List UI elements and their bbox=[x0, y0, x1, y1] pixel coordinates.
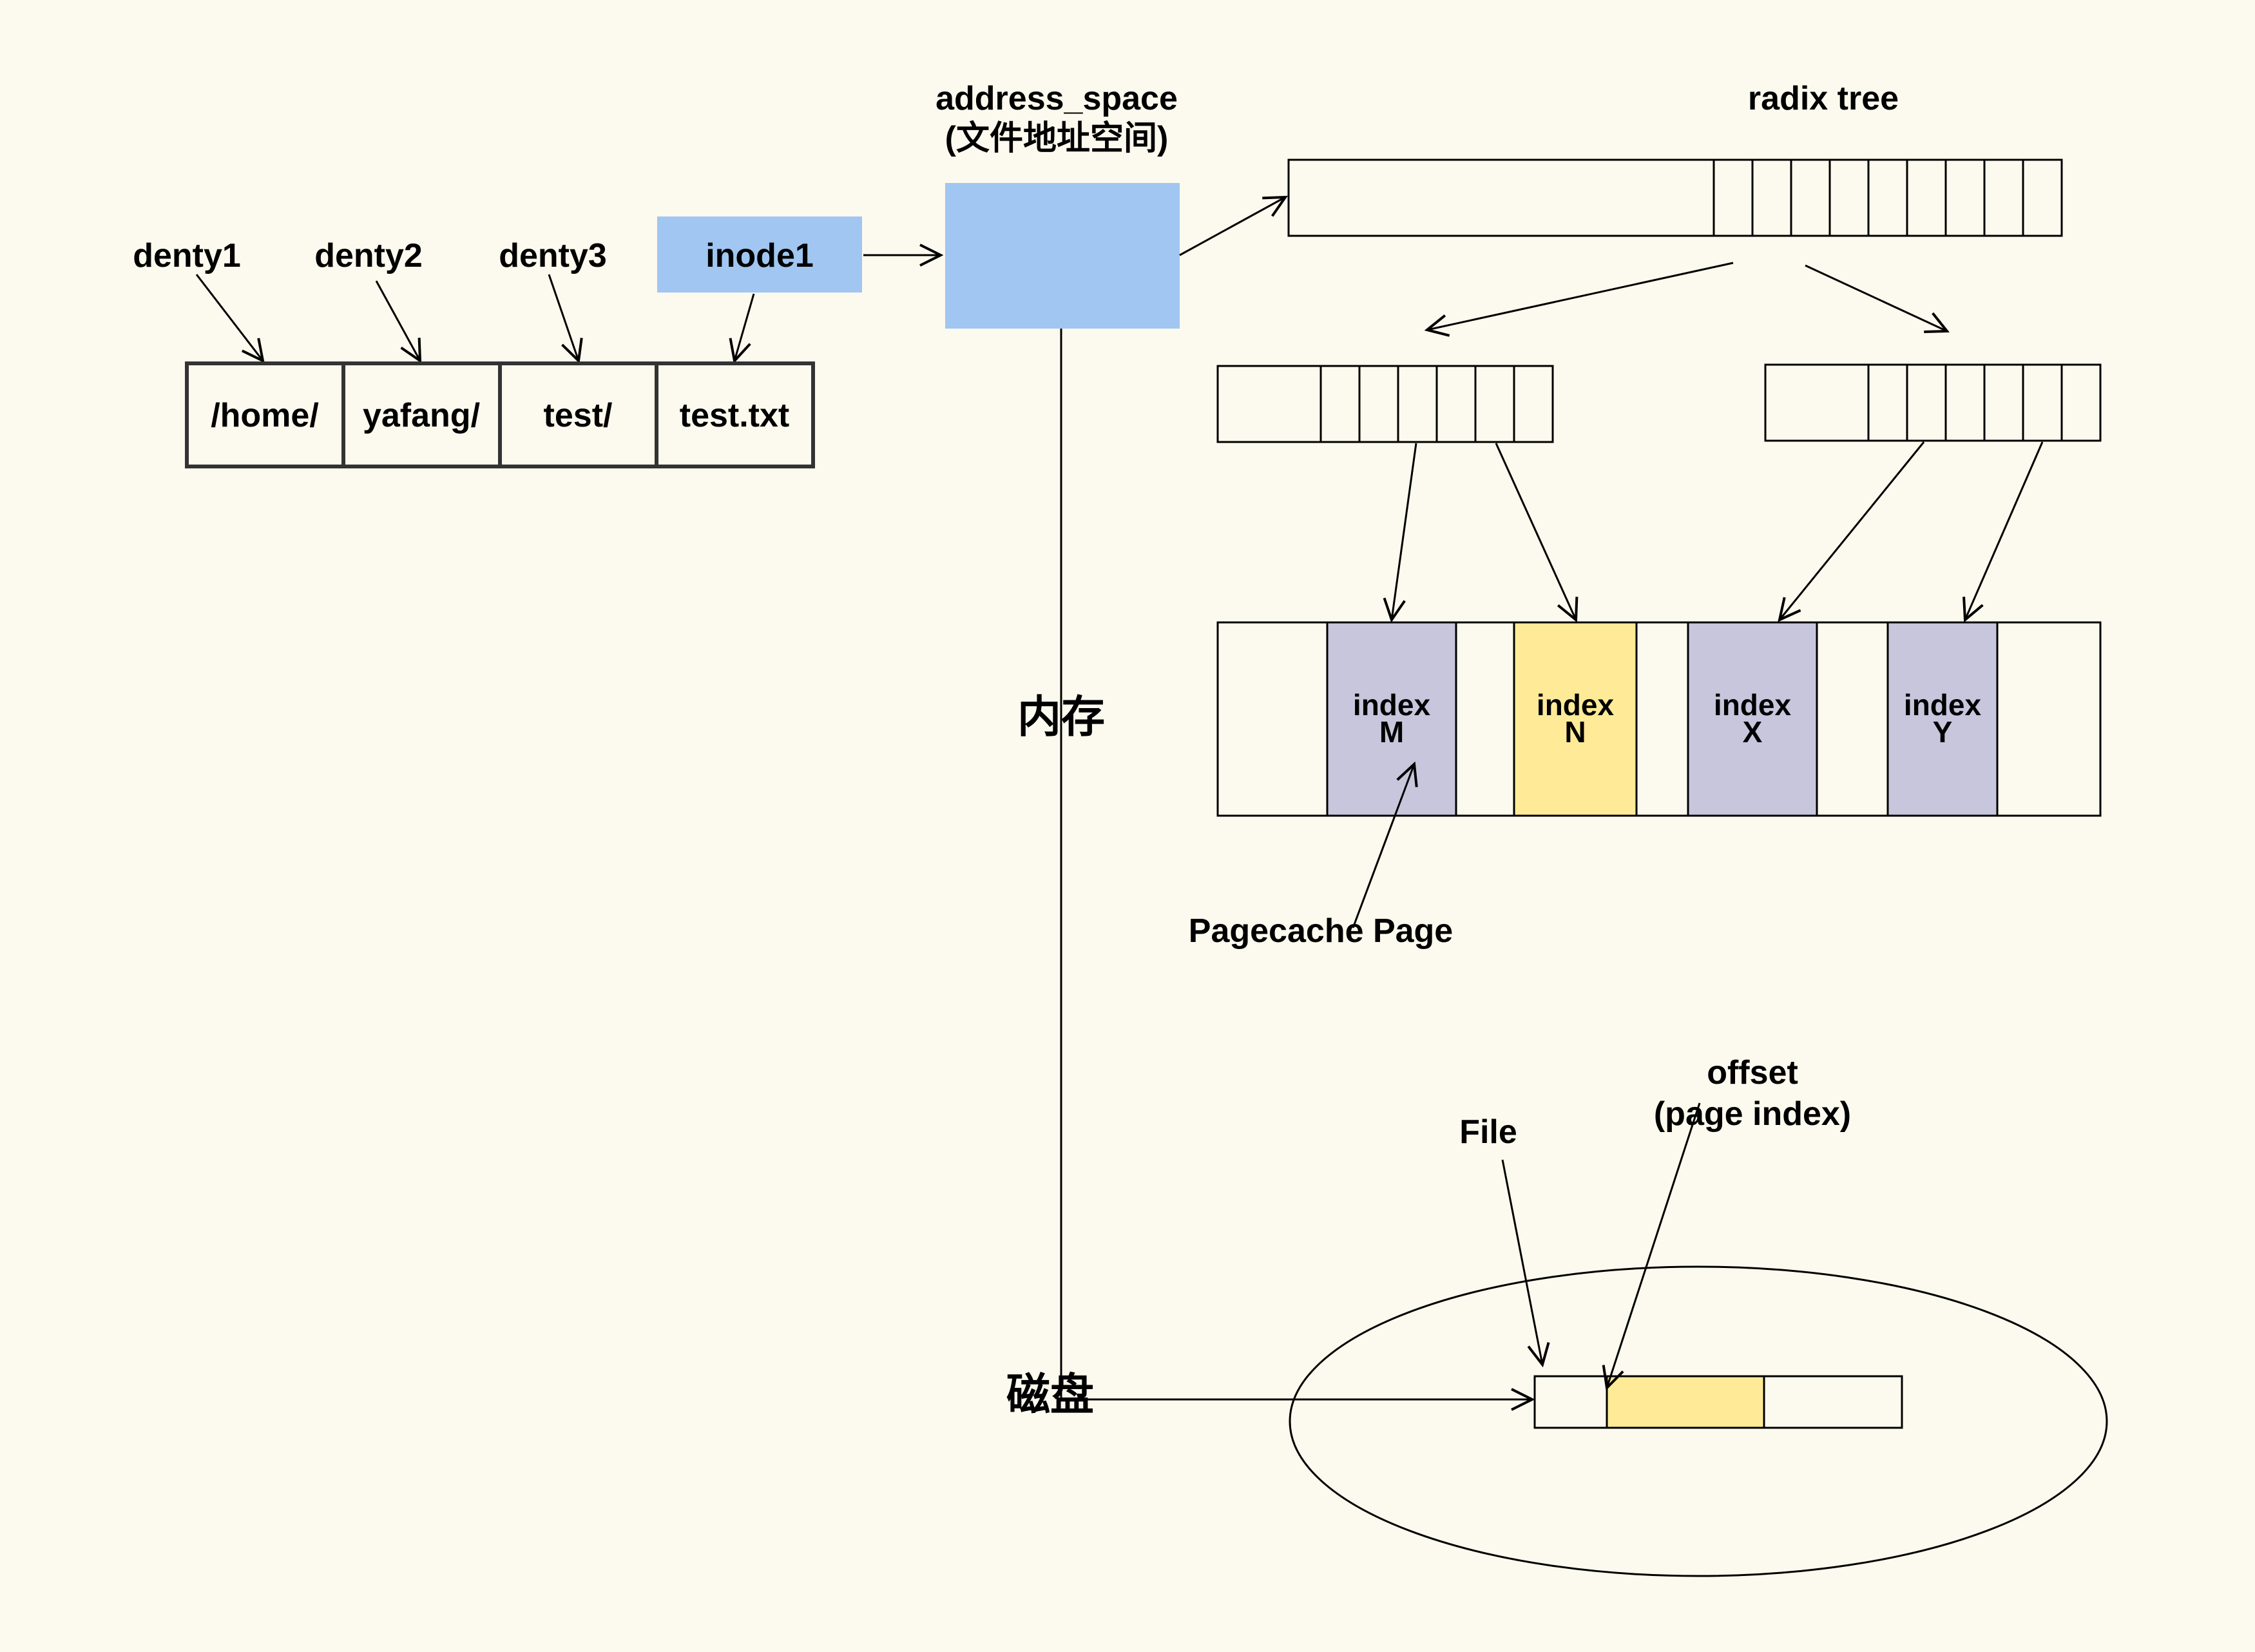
offset-label: offset bbox=[1707, 1054, 1798, 1091]
address-space-label: address_space bbox=[936, 80, 1178, 117]
denty1-label: denty1 bbox=[133, 237, 241, 274]
denty2-label: denty2 bbox=[314, 237, 423, 274]
file-on-disk bbox=[1533, 1375, 1903, 1429]
radix-root-to-left-arrow bbox=[1427, 262, 1734, 330]
path-cell-home: /home/ bbox=[211, 397, 319, 434]
file-page-offset bbox=[1607, 1376, 1764, 1428]
index-x-label: index bbox=[1714, 688, 1792, 722]
path-cells: /home/ yafang/ test/ test.txt bbox=[185, 361, 815, 468]
disk-ellipse bbox=[1289, 1265, 2108, 1577]
file-label: File bbox=[1459, 1113, 1517, 1151]
page-cache-strip: index M index N index X index Y bbox=[1216, 621, 2102, 817]
denty3-label: denty3 bbox=[499, 237, 607, 274]
index-n-letter: N bbox=[1564, 715, 1586, 749]
inode1-box bbox=[657, 216, 862, 293]
page-index-y bbox=[1888, 622, 1997, 816]
radix-root-to-right-arrow bbox=[1805, 264, 1947, 331]
pagecache-page-arrow bbox=[1352, 764, 1414, 928]
denty2-arrow bbox=[375, 280, 420, 361]
index-m-label: index bbox=[1353, 688, 1431, 722]
offset-sublabel: (page index) bbox=[1654, 1095, 1851, 1133]
path-cell-yafang: yafang/ bbox=[363, 397, 480, 434]
index-y-letter: Y bbox=[1933, 715, 1953, 749]
right-node-to-index-y-arrow bbox=[1965, 441, 2044, 620]
memory-label: 内存 bbox=[1017, 693, 1105, 742]
page-index-m bbox=[1327, 622, 1456, 816]
address-space-box bbox=[945, 183, 1180, 329]
right-node-to-index-x-arrow bbox=[1780, 441, 1925, 620]
address-space-to-radix-arrow bbox=[1179, 197, 1285, 256]
address-space-sublabel: (文件地址空间) bbox=[945, 120, 1169, 157]
radix-left-node bbox=[1216, 365, 1554, 443]
inode1-label: inode1 bbox=[705, 237, 814, 274]
path-cell-test-txt: test.txt bbox=[680, 397, 789, 434]
offset-arrow bbox=[1607, 1102, 1701, 1388]
file-arrow bbox=[1501, 1159, 1542, 1365]
left-node-to-index-n-arrow bbox=[1495, 443, 1576, 620]
index-y-label: index bbox=[1904, 688, 1982, 722]
left-node-to-index-m-arrow bbox=[1392, 443, 1417, 620]
radix-right-node bbox=[1764, 363, 2102, 442]
radix-root-node bbox=[1287, 158, 2063, 237]
index-m-letter: M bbox=[1379, 715, 1404, 749]
radix-tree-label: radix tree bbox=[1748, 80, 1899, 117]
index-n-label: index bbox=[1537, 688, 1615, 722]
disk-label: 磁盘 bbox=[1006, 1370, 1094, 1419]
denty3-arrow bbox=[548, 274, 579, 361]
path-cell-test: test/ bbox=[544, 397, 613, 434]
page-index-x bbox=[1688, 622, 1817, 816]
denty1-arrow bbox=[195, 274, 263, 361]
index-x-letter: X bbox=[1743, 715, 1763, 749]
page-index-n bbox=[1514, 622, 1636, 816]
inode1-arrow-down bbox=[734, 293, 755, 361]
pagecache-page-label: Pagecache Page bbox=[1189, 912, 1453, 950]
